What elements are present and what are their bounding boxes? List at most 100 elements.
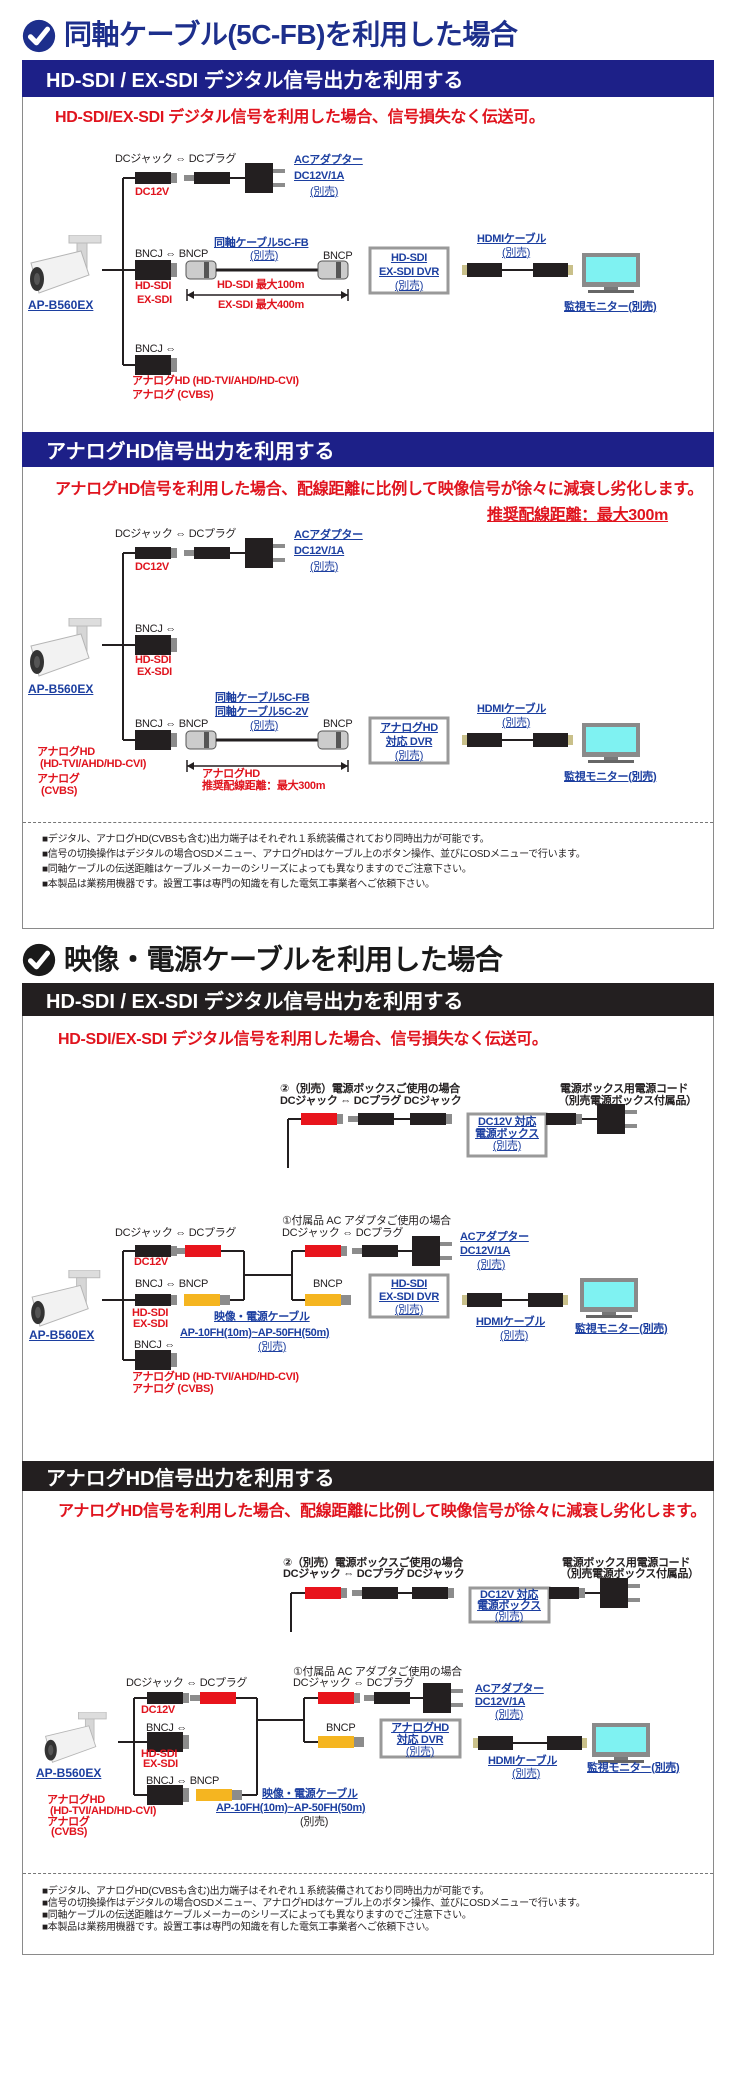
camera-model-link[interactable]: AP-B560EX (28, 682, 94, 696)
dc-jack-connector (549, 1587, 579, 1599)
coax-cable-link[interactable]: 同軸ケーブル5C-2V (215, 706, 309, 718)
monitor-stand (602, 1312, 616, 1315)
dvr-link[interactable]: EX-SDI DVR (379, 1291, 439, 1303)
power-box-link[interactable]: DC12V 対応 (479, 1589, 539, 1601)
diagram-label: BNCJ ⇔ (134, 1339, 175, 1351)
note-item: ■デジタル、アナログHD(CVBSも含む)出力端子はそれぞれ１系統装備されており… (42, 1886, 490, 1897)
dvr-link[interactable]: (別売) (394, 750, 424, 762)
camera-model-link[interactable]: AP-B560EX (28, 298, 94, 312)
ac-adapter-link[interactable]: DC12V/1A (294, 170, 345, 182)
hdmi-tip (568, 735, 573, 745)
dvr-link[interactable]: (別売) (405, 1746, 435, 1758)
dc-plug-connector (362, 1587, 398, 1599)
dc-jack-connector (135, 1245, 171, 1257)
ac-adapter-link[interactable]: ACアダプター (294, 529, 363, 541)
ac-adapter-link[interactable]: (別売) (477, 1259, 506, 1271)
ac-adapter-link[interactable]: (別売) (310, 186, 339, 198)
dvr-link[interactable]: HD-SDI (390, 252, 428, 264)
diagram-label: HD-SDI (135, 280, 172, 292)
monitor-link[interactable]: 監視モニター(別売) (564, 771, 657, 783)
camera-image (30, 1270, 101, 1327)
bnc-plug-connector (185, 730, 217, 750)
ac-adapter-link[interactable]: DC12V/1A (460, 1245, 511, 1257)
hdmi-cable-link[interactable]: HDMIケーブル (477, 703, 547, 715)
power-box-link[interactable]: 電源ボックス (477, 1600, 541, 1612)
hdmi-cable-link[interactable]: (別売) (512, 1768, 541, 1780)
note-item: ■同軸ケーブルの伝送距離はケーブルメーカーのシリーズによっても異なりますのでご注… (42, 1910, 472, 1921)
connector-tip (220, 1295, 230, 1305)
dvr-link[interactable]: HD-SDI (390, 1278, 428, 1290)
plug-pin (184, 550, 194, 556)
camera-model-link[interactable]: AP-B560EX (36, 1766, 102, 1780)
connector-tip (341, 1588, 347, 1598)
hdmi-cable-link[interactable]: HDMIケーブル (488, 1755, 558, 1767)
coax-cable-link[interactable]: (別売) (250, 250, 279, 262)
dc-jack-connector (412, 1587, 448, 1599)
dvr-link[interactable]: 対応 DVR (396, 1734, 444, 1746)
dvr-link[interactable]: (別売) (394, 280, 424, 292)
connector-tip (183, 1788, 189, 1802)
hdmi-connector (467, 733, 502, 747)
dvr-link[interactable]: (別売) (394, 1304, 424, 1316)
monitor-stand (604, 757, 618, 760)
dvr-link[interactable]: アナログHD (380, 722, 438, 734)
dvr-link[interactable]: 対応 DVR (385, 736, 433, 748)
hdmi-cable-link[interactable]: (別売) (500, 1330, 529, 1342)
ac-adapter-link[interactable]: (別売) (495, 1709, 524, 1721)
dc-jack-connector (147, 1692, 183, 1704)
diagram-label: EX-SDI (137, 294, 172, 306)
diagram-label: 推奨配線距離：最大300m (202, 780, 326, 792)
coax-cable-link[interactable]: 同軸ケーブル5C-FB (215, 692, 310, 704)
av-power-cable-link[interactable]: AP-10FH(10m)~AP-50FH(50m) (216, 1802, 366, 1814)
section2-analog-header: アナログHD信号出力を利用する (22, 1461, 714, 1491)
dvr-link[interactable]: EX-SDI DVR (379, 266, 439, 278)
bnc-plug-band (336, 732, 341, 748)
ac-adapter-link[interactable]: DC12V/1A (294, 545, 345, 557)
diagram-label: BNCJ ⇔ BNCP (135, 718, 209, 730)
dc-jack-connector (135, 1294, 171, 1306)
dc-jack-connector (546, 1113, 576, 1125)
power-box-link[interactable]: DC12V 対応 (477, 1116, 537, 1128)
dc-plug-connector (194, 547, 230, 559)
hdmi-cable-link[interactable]: HDMIケーブル (477, 233, 547, 245)
connector-tip (171, 1295, 177, 1305)
av-power-cable-link[interactable]: 映像・電源ケーブル (214, 1311, 310, 1323)
hdmi-cable-link[interactable]: (別売) (502, 717, 531, 729)
hdmi-cable-link[interactable]: HDMIケーブル (476, 1316, 546, 1328)
dc-plug-connector (362, 1245, 398, 1257)
diagram-label: BNCJ ⇔ BNCP (135, 248, 209, 260)
bnc-jack-connector (135, 635, 171, 655)
coax-cable-link[interactable]: (別売) (250, 720, 279, 732)
diagram-label: BNCP (326, 1722, 356, 1734)
power-box-link[interactable]: 電源ボックス (475, 1128, 539, 1140)
diagram-label: アナログHD (37, 746, 95, 758)
bnc-jack-connector (135, 1350, 171, 1370)
coax-cable-link[interactable]: 同軸ケーブル5C-FB (214, 237, 309, 249)
monitor-link[interactable]: 監視モニター(別売) (587, 1762, 680, 1774)
ac-adapter-link[interactable]: DC12V/1A (475, 1696, 526, 1708)
diagram-label: （別売電源ボックス付属品） (558, 1095, 697, 1107)
ac-adapter-link[interactable]: (別売) (310, 561, 339, 573)
ac-adapter-link[interactable]: ACアダプター (460, 1231, 529, 1243)
monitor-base (588, 760, 634, 763)
bnc-jack-connector (135, 355, 171, 375)
av-power-cable-link[interactable]: 映像・電源ケーブル (262, 1788, 358, 1800)
av-power-cable-link[interactable]: (別売) (258, 1341, 287, 1353)
adapter-prong (451, 1703, 463, 1707)
dvr-link[interactable]: アナログHD (391, 1722, 449, 1734)
power-box-link[interactable]: (別売) (494, 1611, 524, 1623)
hdmi-tip (582, 1738, 587, 1748)
bnc-jack-connector (147, 1785, 183, 1805)
diagram-label: DCジャック ⇔ DCプラグ DCジャック (283, 1568, 465, 1580)
connector-tip (171, 263, 177, 277)
camera-model-link[interactable]: AP-B560EX (29, 1328, 95, 1342)
section1-analog-lead: アナログHD信号を利用した場合、配線距離に比例して映像信号が徐々に減衰し劣化しま… (55, 481, 704, 498)
ac-adapter-link[interactable]: ACアダプター (475, 1683, 544, 1695)
monitor-stand (604, 287, 618, 290)
power-box-link[interactable]: (別売) (492, 1140, 522, 1152)
hdmi-cable-link[interactable]: (別売) (502, 247, 531, 259)
ac-adapter-link[interactable]: ACアダプター (294, 154, 363, 166)
av-power-cable-link[interactable]: AP-10FH(10m)~AP-50FH(50m) (180, 1327, 330, 1339)
monitor-link[interactable]: 監視モニター(別売) (564, 301, 657, 313)
monitor-link[interactable]: 監視モニター(別売) (575, 1323, 668, 1335)
